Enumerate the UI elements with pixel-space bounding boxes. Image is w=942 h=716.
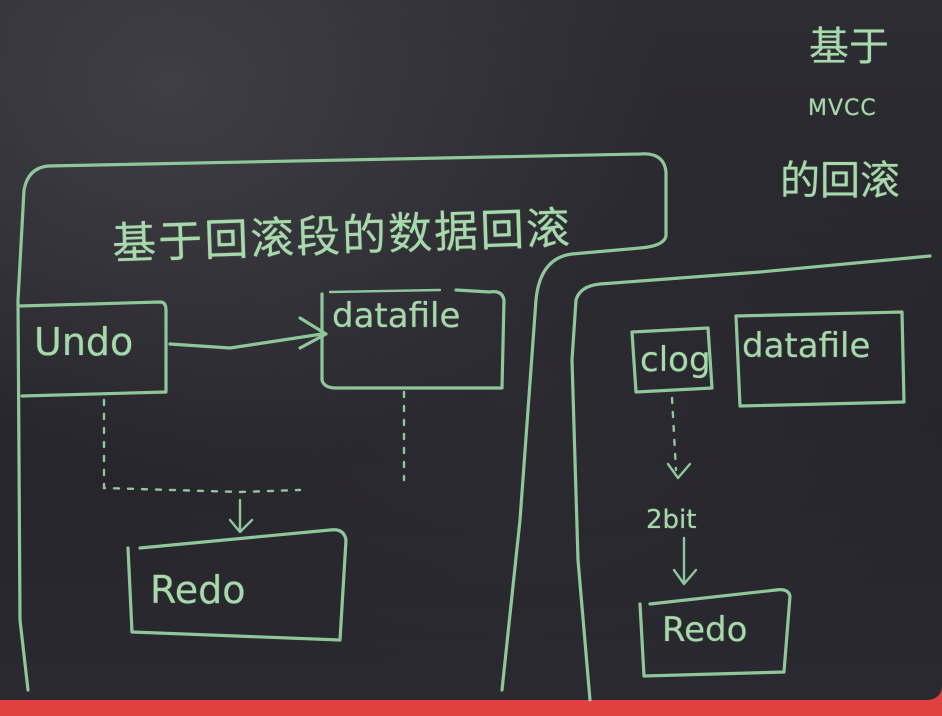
undo-to-datafile-arrow	[168, 332, 324, 350]
right-panel-title-line3: 的回滚	[780, 158, 900, 204]
clog-down-arrow	[666, 462, 692, 480]
undo-to-redo-dotted	[102, 398, 302, 494]
clog-box	[630, 326, 714, 394]
right-panel-title-line1: 基于	[809, 24, 889, 70]
undo-box	[18, 300, 168, 398]
redo-label-left: Redo	[150, 568, 246, 612]
right-region-outline	[570, 254, 932, 702]
datafile-box-left-top	[328, 288, 442, 294]
datafile-box-right	[734, 310, 906, 408]
arrow-head-datafile	[298, 316, 328, 350]
board-surface	[0, 0, 942, 700]
left-region-outline	[16, 152, 668, 692]
right-panel-title-line2: MVCC	[808, 96, 877, 121]
2bit-label: 2bit	[646, 505, 697, 535]
redo-down-arrow	[228, 498, 254, 534]
datafile-label-left: datafile	[332, 296, 461, 336]
datafile-box-left	[320, 288, 506, 390]
clog-to-2bit-dotted	[670, 396, 678, 472]
undo-label: Undo	[34, 320, 134, 364]
datafile-label-right: datafile	[742, 326, 871, 366]
2bit-to-redo-arrow	[672, 536, 698, 586]
redo-label-right: Redo	[662, 610, 748, 650]
clog-label: clog	[640, 340, 711, 380]
redo-box-right	[638, 588, 792, 678]
redo-box-left	[126, 528, 348, 642]
